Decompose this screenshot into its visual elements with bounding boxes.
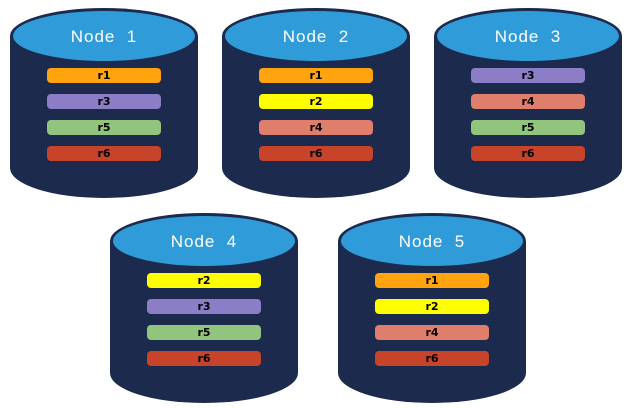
replica-bar-r1: r1 [47, 68, 161, 83]
replica-bar-r1: r1 [259, 68, 373, 83]
node-row-top: Node 1 r1 r3 r5 r6 Node 2 r1 r2 r4 r6 Node 3 r3 r4 r5… [0, 0, 636, 198]
replica-bar-list: r2 r3 r5 r6 [110, 273, 298, 366]
node-title: Node 2 [282, 27, 350, 46]
node-cylinder-2: Node 2 r1 r2 r4 r6 [222, 8, 410, 198]
replica-bar-r6: r6 [471, 146, 585, 161]
replica-bar-r5: r5 [147, 325, 261, 340]
replica-bar-r4: r4 [259, 120, 373, 135]
replica-bar-r2: r2 [259, 94, 373, 109]
replica-bar-r3: r3 [47, 94, 161, 109]
node-title: Node 1 [70, 27, 138, 46]
node-row-bottom: Node 4 r2 r3 r5 r6 Node 5 r1 r2 r4 r6 [0, 213, 636, 403]
replica-bar-r4: r4 [375, 325, 489, 340]
node-cylinder-3: Node 3 r3 r4 r5 r6 [434, 8, 622, 198]
node-cylinder-1: Node 1 r1 r3 r5 r6 [10, 8, 198, 198]
replica-bar-r4: r4 [471, 94, 585, 109]
node-cylinder-4: Node 4 r2 r3 r5 r6 [110, 213, 298, 403]
replica-bar-r6: r6 [147, 351, 261, 366]
replica-bar-r6: r6 [47, 146, 161, 161]
node-title: Node 5 [398, 232, 466, 251]
replica-bar-r3: r3 [471, 68, 585, 83]
cylinder-top-ellipse: Node 4 [110, 213, 298, 269]
node-cylinder-5: Node 5 r1 r2 r4 r6 [338, 213, 526, 403]
replica-bar-list: r1 r2 r4 r6 [222, 68, 410, 161]
cylinder-top-ellipse: Node 2 [222, 8, 410, 64]
replica-bar-r5: r5 [47, 120, 161, 135]
node-title: Node 4 [170, 232, 238, 251]
replica-bar-list: r3 r4 r5 r6 [434, 68, 622, 161]
replica-bar-r6: r6 [375, 351, 489, 366]
cylinder-top-ellipse: Node 3 [434, 8, 622, 64]
replica-bar-r2: r2 [375, 299, 489, 314]
cylinder-top-ellipse: Node 1 [10, 8, 198, 64]
replica-bar-r1: r1 [375, 273, 489, 288]
replica-bar-r6: r6 [259, 146, 373, 161]
replica-bar-list: r1 r3 r5 r6 [10, 68, 198, 161]
replica-bar-r3: r3 [147, 299, 261, 314]
replica-bar-list: r1 r2 r4 r6 [338, 273, 526, 366]
node-title: Node 3 [494, 27, 562, 46]
replica-bar-r5: r5 [471, 120, 585, 135]
replica-bar-r2: r2 [147, 273, 261, 288]
cylinder-top-ellipse: Node 5 [338, 213, 526, 269]
